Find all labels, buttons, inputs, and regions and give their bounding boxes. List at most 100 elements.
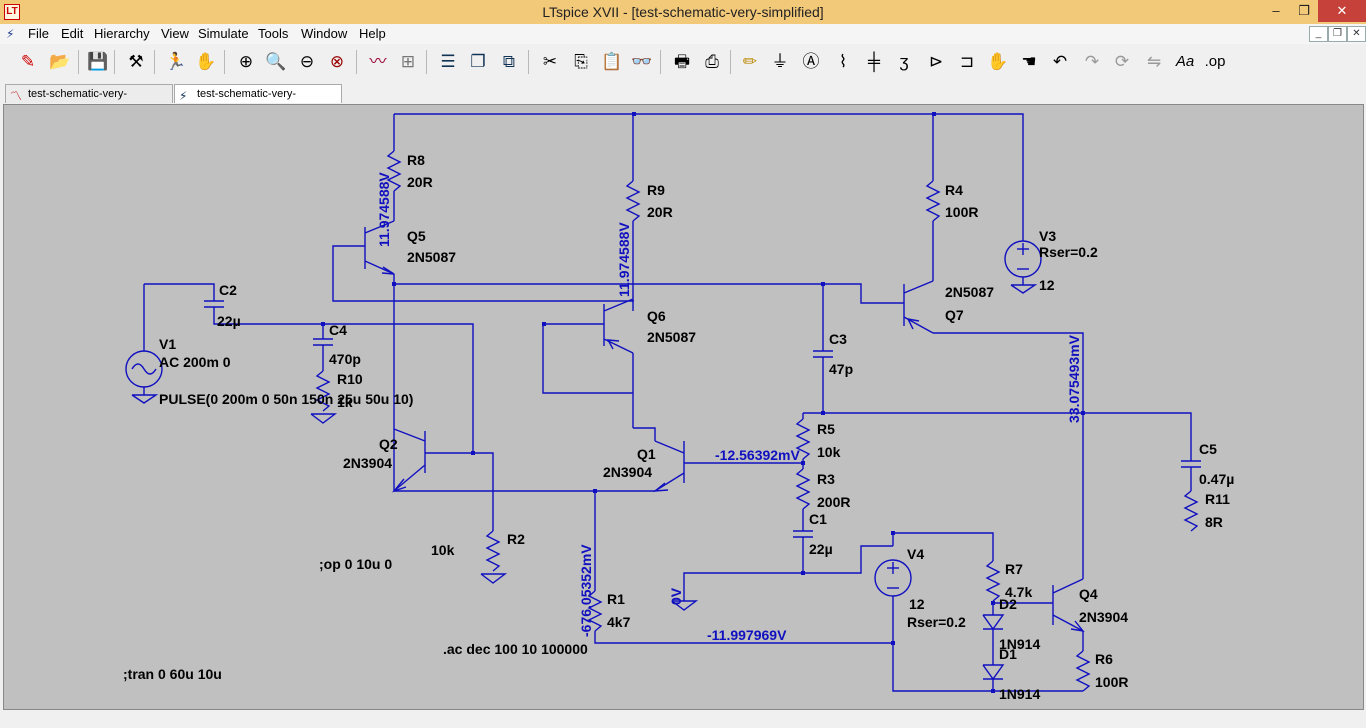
netlabel-q7[interactable]: 33.075493mV xyxy=(1066,334,1082,423)
tile-horizontal-icon[interactable]: ☰ xyxy=(440,52,456,71)
menu-edit[interactable]: Edit xyxy=(61,26,84,41)
r6-name[interactable]: R6 xyxy=(1095,651,1113,667)
open-folder-icon[interactable]: 📂 xyxy=(49,52,71,71)
d1-model[interactable]: 1N914 xyxy=(999,686,1040,702)
netlabel-q5[interactable]: 11.974588V xyxy=(376,172,392,247)
c4-name[interactable]: C4 xyxy=(329,322,347,338)
q6-name[interactable]: Q6 xyxy=(647,308,666,324)
menu-view[interactable]: View xyxy=(161,26,189,41)
menu-tools[interactable]: Tools xyxy=(258,26,289,41)
c5-name[interactable]: C5 xyxy=(1199,441,1217,457)
print-icon[interactable]: 🖶 xyxy=(673,52,691,71)
schematic-doc-icon[interactable]: ⚡ xyxy=(6,27,15,41)
r3-value[interactable]: 200R xyxy=(817,494,850,510)
v4-volt[interactable]: 12 xyxy=(909,596,925,612)
netlabel-q6[interactable]: 11.974588V xyxy=(616,222,632,297)
zoom-fit-icon[interactable]: ⊗ xyxy=(329,52,345,71)
q4-name[interactable]: Q4 xyxy=(1079,586,1098,602)
menu-file[interactable]: File xyxy=(28,26,49,41)
v4-name[interactable]: V4 xyxy=(907,546,924,562)
mdi-close-button[interactable]: ✕ xyxy=(1347,26,1366,42)
r9-name[interactable]: R9 xyxy=(647,182,665,198)
undo-icon[interactable]: ↶ xyxy=(1052,52,1068,71)
r1-name[interactable]: R1 xyxy=(607,591,625,607)
inductor-icon[interactable]: ʒ xyxy=(899,52,909,71)
drag-hand-icon[interactable]: ✋ xyxy=(987,52,1009,71)
q4-model[interactable]: 2N3904 xyxy=(1079,609,1128,625)
control-panel-hammer-icon[interactable]: ⚒ xyxy=(128,52,144,71)
rotate-icon[interactable]: ⟳ xyxy=(1114,52,1130,71)
diode-icon[interactable]: ⊳ xyxy=(928,52,944,71)
copy-icon[interactable]: ⎘ xyxy=(574,52,588,71)
resistor-icon[interactable]: ⌇ xyxy=(838,52,848,71)
label-net-icon[interactable]: Ⓐ xyxy=(802,52,820,71)
q2-model[interactable]: 2N3904 xyxy=(343,455,392,471)
c1-name[interactable]: C1 xyxy=(809,511,827,527)
d2-model[interactable]: 1N914 xyxy=(999,636,1040,652)
menu-help[interactable]: Help xyxy=(359,26,386,41)
save-icon[interactable]: 💾 xyxy=(87,52,109,71)
redo-icon[interactable]: ↷ xyxy=(1084,52,1100,71)
restore-button[interactable]: ❐ xyxy=(1298,3,1310,18)
print-setup-icon[interactable]: ⎙ xyxy=(705,52,719,71)
schematic-drawing[interactable]: R8 20R R9 20R R4 100R V3 Rser=0.2 12 Q5 … xyxy=(4,105,1363,709)
spice-directive-icon[interactable]: .op xyxy=(1204,53,1226,70)
d1-name[interactable]: D1 xyxy=(999,646,1017,662)
v3-value[interactable]: Rser=0.2 xyxy=(1039,244,1098,260)
r1-value[interactable]: 4k7 xyxy=(607,614,631,630)
q1-name[interactable]: Q1 xyxy=(637,446,656,462)
c3-value[interactable]: 47p xyxy=(829,361,853,377)
menu-simulate[interactable]: Simulate xyxy=(198,26,249,41)
c1-value[interactable]: 22µ xyxy=(809,541,833,557)
r5-name[interactable]: R5 xyxy=(817,421,835,437)
netlabel-bottom[interactable]: -11.997969V xyxy=(707,627,787,643)
draw-wire-pencil-icon[interactable]: ✏ xyxy=(742,52,758,71)
v4-value[interactable]: Rser=0.2 xyxy=(907,614,966,630)
autoscale-icon[interactable]: 〰 xyxy=(369,52,387,71)
q7-name[interactable]: Q7 xyxy=(945,307,964,323)
cut-scissors-icon[interactable]: ✂ xyxy=(542,52,558,71)
cascade-icon[interactable]: ❐ xyxy=(470,52,486,71)
r8-name[interactable]: R8 xyxy=(407,152,425,168)
menu-hierarchy[interactable]: Hierarchy xyxy=(94,26,150,41)
netlabel-ground[interactable]: 0V xyxy=(668,587,684,605)
tab-schematic[interactable]: ⚡ test-schematic-very-simplified xyxy=(174,84,342,119)
r7-value[interactable]: 4.7k xyxy=(1005,584,1032,600)
v3-volt[interactable]: 12 xyxy=(1039,277,1055,293)
capacitor-icon[interactable]: ╪ xyxy=(867,52,881,71)
directive-op[interactable]: ;op 0 10u 0 xyxy=(319,556,392,572)
r3-name[interactable]: R3 xyxy=(817,471,835,487)
c3-name[interactable]: C3 xyxy=(829,331,847,347)
close-button[interactable]: ✕ xyxy=(1318,0,1366,22)
q5-name[interactable]: Q5 xyxy=(407,228,426,244)
r4-name[interactable]: R4 xyxy=(945,182,963,198)
r5-value[interactable]: 10k xyxy=(817,444,841,460)
q6-model[interactable]: 2N5087 xyxy=(647,329,696,345)
mdi-restore-button[interactable]: ❐ xyxy=(1328,26,1347,42)
r10-name[interactable]: R10 xyxy=(337,371,363,387)
c4-value[interactable]: 470p xyxy=(329,351,361,367)
r7-name[interactable]: R7 xyxy=(1005,561,1023,577)
move-hand-icon[interactable]: ☚ xyxy=(1021,52,1037,71)
zoom-out-icon[interactable]: ⊖ xyxy=(299,52,315,71)
zoom-pan-icon[interactable]: 🔍 xyxy=(265,52,287,71)
v1-name[interactable]: V1 xyxy=(159,336,176,352)
mirror-icon[interactable]: ⇋ xyxy=(1146,52,1162,71)
q5-model[interactable]: 2N5087 xyxy=(407,249,456,265)
d2-name[interactable]: D2 xyxy=(999,596,1017,612)
minimize-button[interactable]: – xyxy=(1272,3,1280,18)
q2-name[interactable]: Q2 xyxy=(379,436,398,452)
halt-hand-icon[interactable]: ✋ xyxy=(195,52,217,71)
run-icon[interactable]: 🏃 xyxy=(165,52,187,71)
new-schematic-icon[interactable]: ✎ xyxy=(20,52,36,71)
c2-name[interactable]: C2 xyxy=(219,282,237,298)
c2-value[interactable]: 22µ xyxy=(217,313,241,329)
q1-model[interactable]: 2N3904 xyxy=(603,464,652,480)
r2-value[interactable]: 10k xyxy=(431,542,455,558)
v3-name[interactable]: V3 xyxy=(1039,228,1056,244)
r11-value[interactable]: 8R xyxy=(1205,514,1223,530)
paste-icon[interactable]: 📋 xyxy=(601,52,623,71)
r9-value[interactable]: 20R xyxy=(647,204,673,220)
find-binoculars-icon[interactable]: 👓 xyxy=(631,52,653,71)
tab-waveform[interactable]: 〽 test-schematic-very-simplified xyxy=(5,84,173,119)
